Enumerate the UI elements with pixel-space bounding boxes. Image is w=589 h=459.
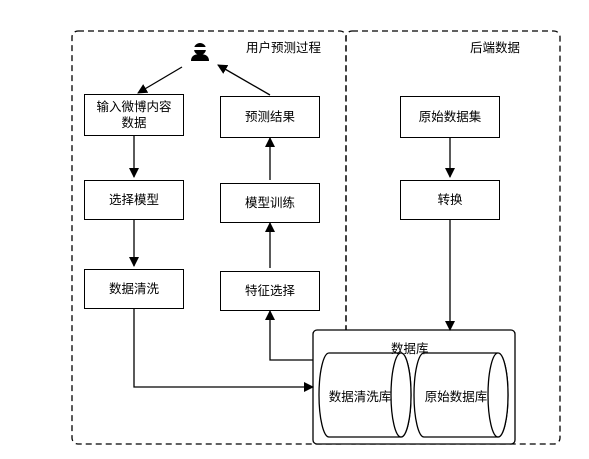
node-prediction-result[interactable]: 预测结果 [220, 96, 320, 138]
node-data-cleaning[interactable]: 数据清洗 [84, 269, 184, 309]
node-data-cleaning-label: 数据清洗 [108, 281, 159, 296]
node-feature-selection-label: 特征选择 [244, 283, 295, 298]
user-icon [191, 43, 209, 61]
node-model-training-label: 模型训练 [244, 195, 295, 210]
node-transform-label: 转换 [437, 192, 463, 207]
backend-data-title: 后端数据 [470, 40, 521, 55]
node-raw-dataset[interactable]: 原始数据集 [400, 96, 500, 138]
edge-result-to-user [217, 64, 271, 96]
raw-db-label: 原始数据库 [424, 388, 488, 404]
node-prediction-result-label: 预测结果 [244, 109, 295, 124]
node-input-text[interactable]: 输入微博内容数据 [84, 94, 184, 136]
node-select-model[interactable]: 选择模型 [84, 180, 184, 220]
user-process-group [71, 30, 347, 445]
database-title: 数据库 [391, 341, 429, 356]
node-transform[interactable]: 转换 [400, 180, 500, 220]
edge-user-to-input [137, 66, 183, 94]
node-model-training[interactable]: 模型训练 [220, 183, 320, 223]
edge-clean-to-cleandb [133, 309, 314, 392]
node-input-text-label: 输入微博内容数据 [96, 99, 172, 130]
user-process-title: 用户预测过程 [246, 40, 322, 55]
clean-db-label: 数据清洗库 [328, 388, 392, 404]
raw-db-cylinder [413, 352, 509, 438]
node-feature-selection[interactable]: 特征选择 [220, 271, 320, 311]
edge-db-to-feature [265, 310, 313, 361]
clean-db-cylinder [318, 352, 412, 438]
node-select-model-label: 选择模型 [108, 192, 159, 207]
node-raw-dataset-label: 原始数据集 [418, 109, 482, 124]
